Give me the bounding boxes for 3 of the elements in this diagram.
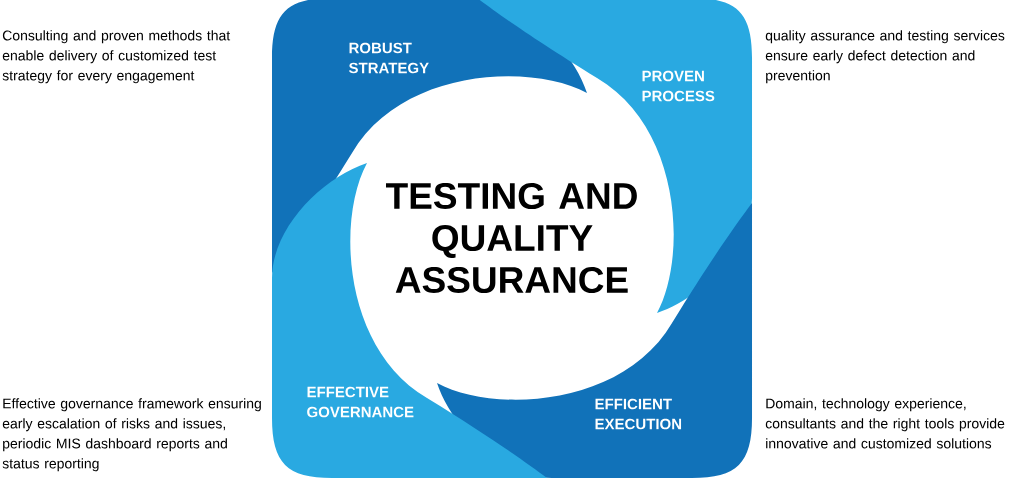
description-text: Consulting and proven methods that enable delivery of customized test strategy for every engagement: [2, 30, 231, 84]
description-text: Domain, technology experience, consultants and the right tools provide innovative and customized solutions: [765, 398, 1005, 449]
description-text: quality assurance and testing services ensure early defect detection and prevention: [765, 30, 1005, 84]
